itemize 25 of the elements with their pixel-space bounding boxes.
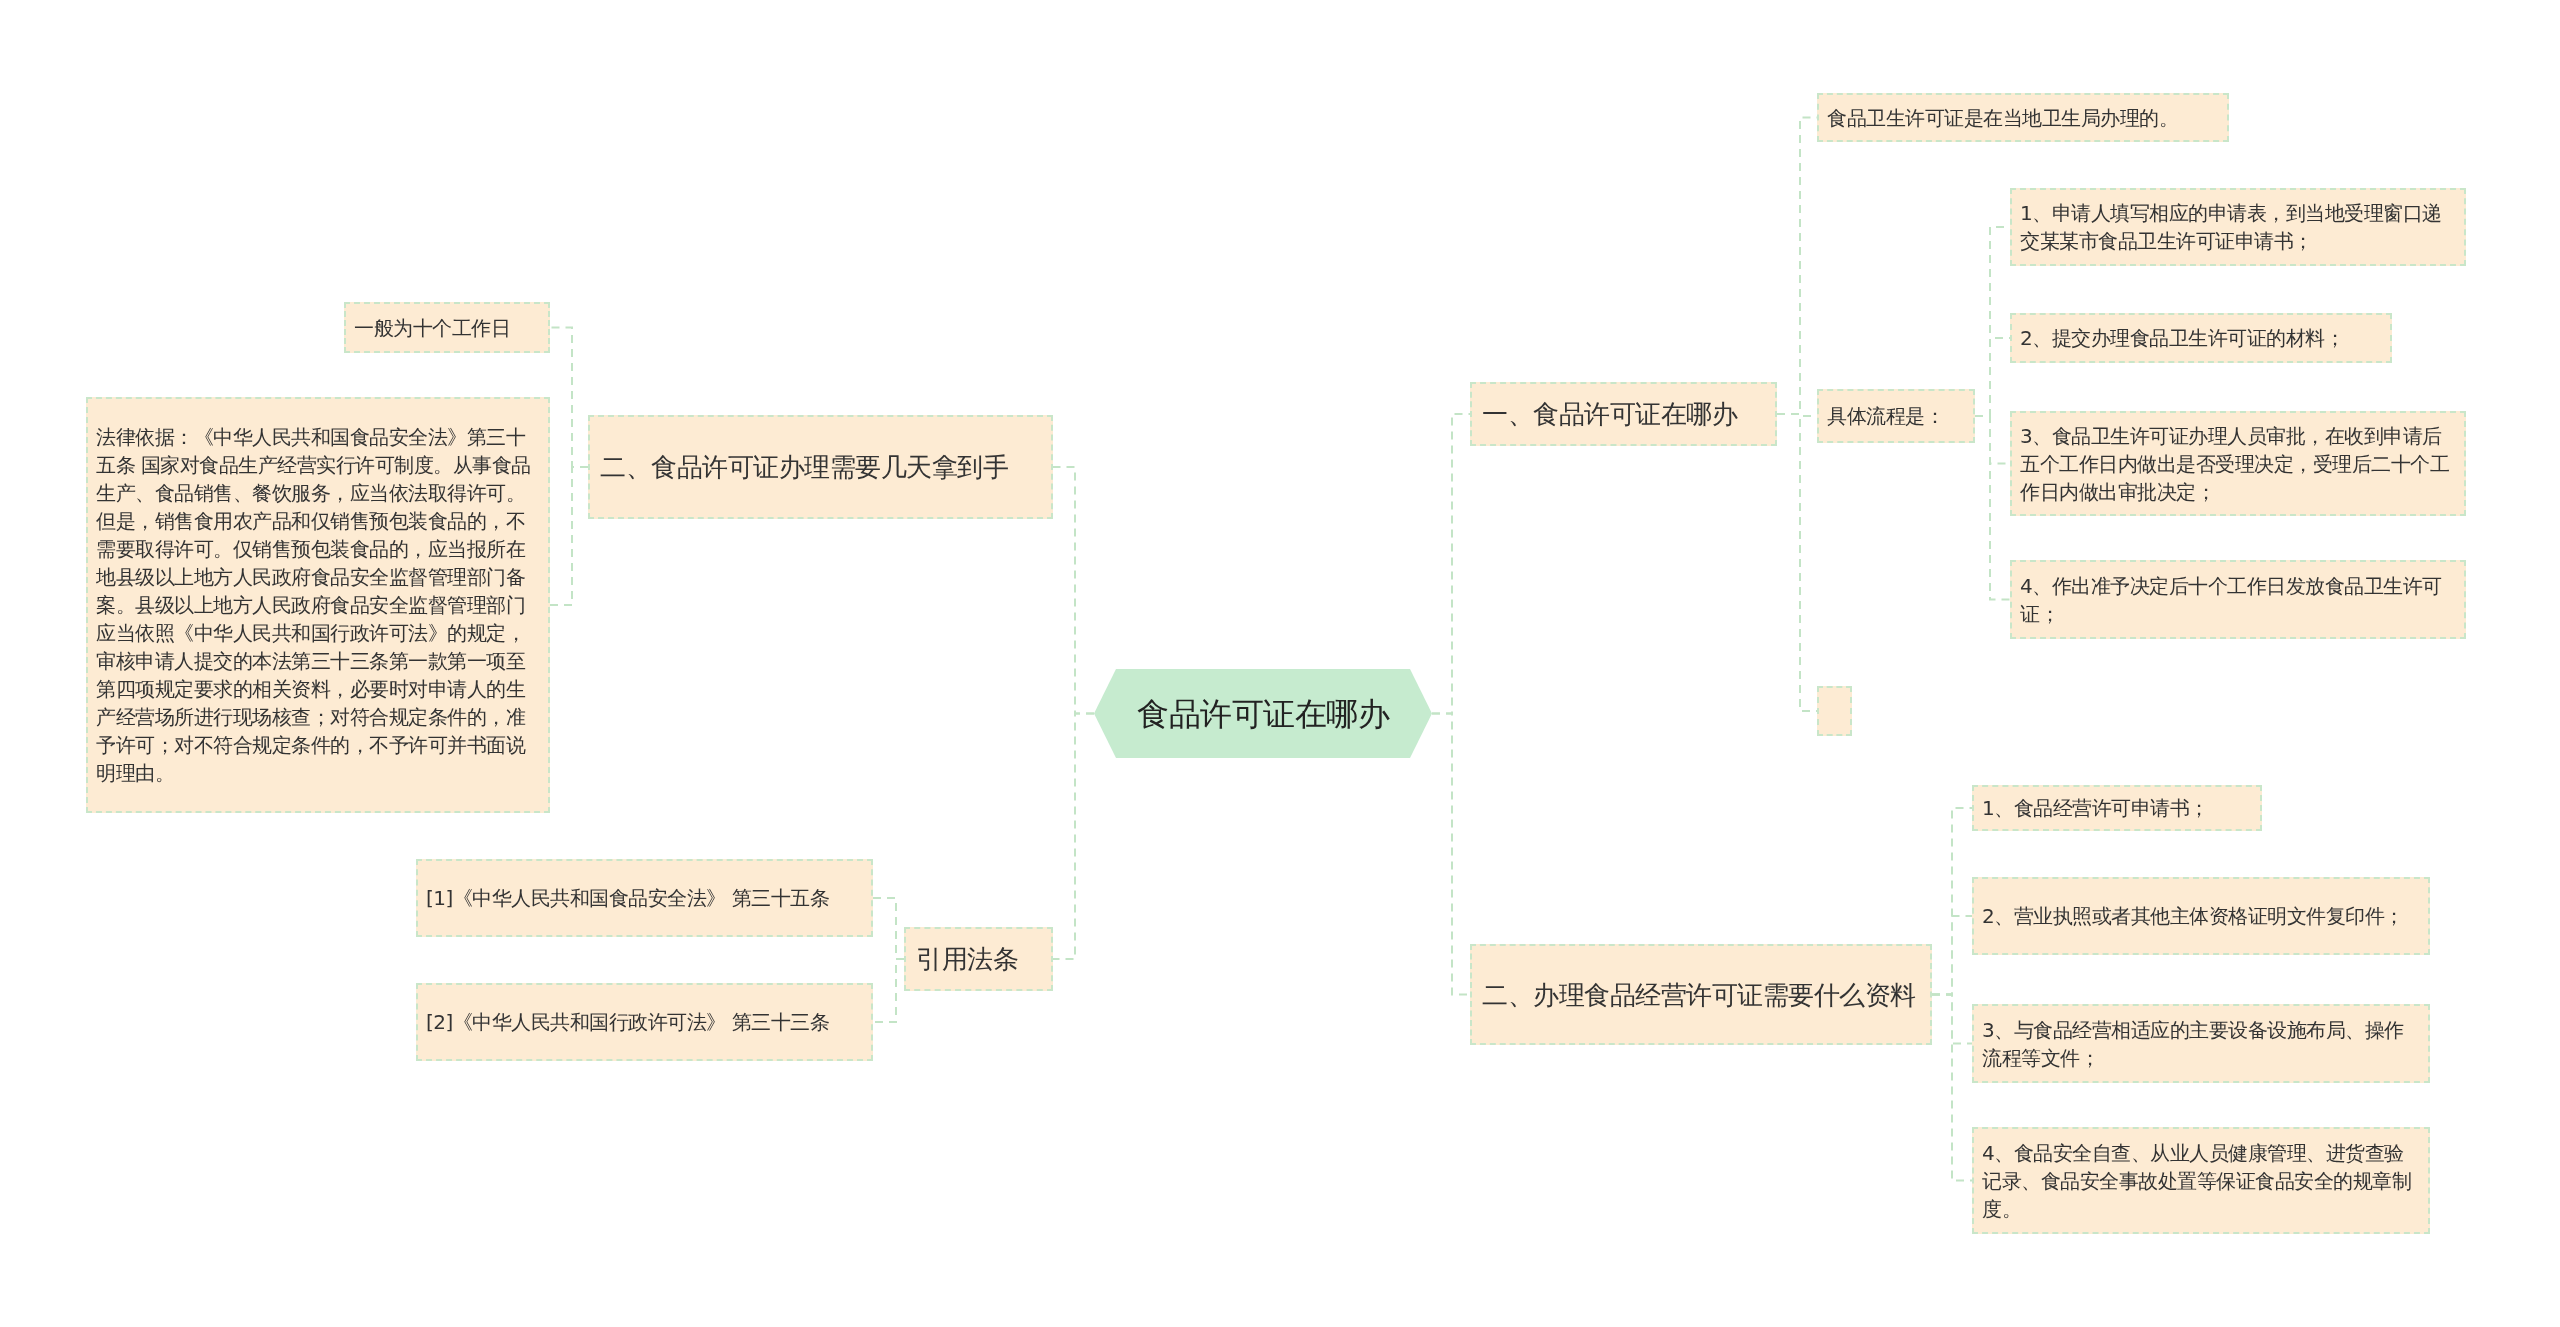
subtopic-box: 2、提交办理食品卫生许可证的材料； — [2010, 313, 2392, 363]
subtopic-box: 3、与食品经营相适应的主要设备设施布局、操作流程等文件； — [1972, 1004, 2430, 1083]
empty-box — [1817, 686, 1852, 736]
subtopic-box: 食品卫生许可证是在当地卫生局办理的。 — [1817, 93, 2229, 142]
subtopic-box: 4、作出准予决定后十个工作日发放食品卫生许可证； — [2010, 560, 2466, 639]
subtopic-box: 1、申请人填写相应的申请表，到当地受理窗口递交某某市食品卫生许可证申请书； — [2010, 188, 2466, 266]
connector-line — [549, 466, 589, 606]
connector-line — [1931, 993, 1973, 1182]
subtopic-box: 法律依据：《中华人民共和国食品安全法》第三十五条 国家对食品生产经营实行许可制度。从事食品生产、食品销售、餐饮服务，应当依法取得许可。但是，销售食用农产品和仅销售预包装食品的，不需要取得许可。仅销售预包装食品的，应当报所在地县级以上地方人民政府食品安全监督管理部门备案。县级以上地方人民政府食品安全监督管理部门应当依照《中华人民共和国行政许可法》的规定，审核申请人提交的本法第三十三条第一款第一项至第四项规定要求的相关资料，必要时对申请人的生产经营场所进行现场核查；对符合规定条件的，准予许可；对不符合规定条件的，不予许可并书面说明理由。 — [86, 397, 550, 813]
connector-line — [1052, 712, 1095, 960]
branch-topic-box: 二、食品许可证办理需要几天拿到手 — [588, 415, 1053, 519]
branch-topic-box: 二、办理食品经营许可证需要什么资料 — [1470, 944, 1932, 1045]
branch-topic-box: 一、食品许可证在哪办 — [1470, 382, 1777, 446]
subtopic-box: 4、食品安全自查、从业人员健康管理、进货查验记录、食品安全事故处置等保证食品安全的规章制度。 — [1972, 1127, 2430, 1234]
subtopic-box: [2]《中华人民共和国行政许可法》 第三十三条 — [416, 983, 873, 1061]
subtopic-box: 1、食品经营许可申请书； — [1972, 785, 2262, 831]
branch-topic-box: 引用法条 — [904, 927, 1053, 991]
connector-line — [1974, 415, 2011, 601]
subtopic-box: [1]《中华人民共和国食品安全法》 第三十五条 — [416, 859, 873, 937]
subtopic-box: 2、营业执照或者其他主体资格证明文件复印件； — [1972, 877, 2430, 955]
subtopic-box: 一般为十个工作日 — [344, 302, 550, 353]
central-topic-hexagon: 食品许可证在哪办 — [1094, 669, 1432, 758]
subtopic-box: 具体流程是： — [1817, 389, 1975, 443]
connector-line — [872, 958, 905, 1023]
subtopic-box: 3、食品卫生许可证办理人员审批，在收到申请后五个工作日内做出是否受理决定，受理后二十个工作日内做出审批决定； — [2010, 411, 2466, 516]
